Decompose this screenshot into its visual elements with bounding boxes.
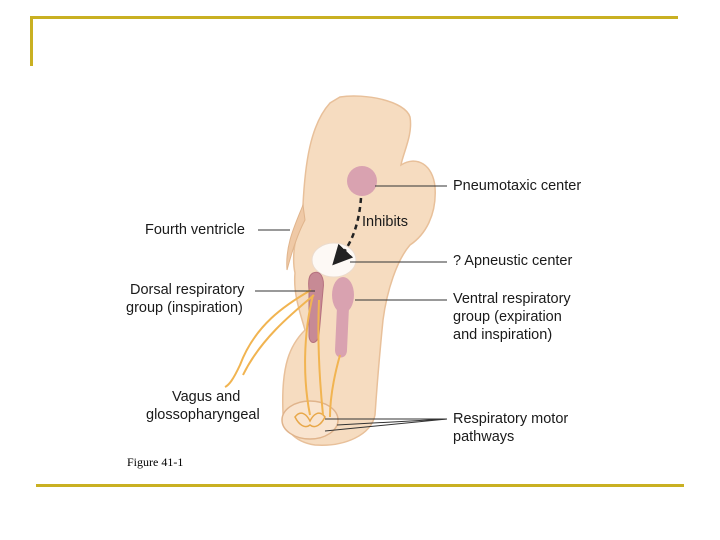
top-border-line [30,16,678,19]
gray-matter-butterfly [294,412,326,428]
apneustic-center-label: ? Apneustic center [453,253,573,269]
ventral-group-label-1: Ventral respiratory [453,291,571,307]
bottom-border-line [36,484,684,487]
respiratory-motor-label-2: pathways [453,429,515,445]
dorsal-group-label-2: group (inspiration) [126,300,243,316]
brainstem-shape [281,95,436,446]
respiratory-motor-label-1: Respiratory motor [453,411,569,427]
inhibits-label: Inhibits [362,214,408,230]
pneumotaxic-center-label: Pneumotaxic center [453,178,582,194]
dorsal-group-label-1: Dorsal respiratory [130,282,245,298]
fourth-ventricle-shape [286,203,306,271]
brainstem-figure: Pneumotaxic center Inhibits Fourth ventr… [125,95,592,450]
fourth-ventricle-label: Fourth ventricle [145,222,245,238]
ventral-respiratory-tail [335,307,349,358]
figure-caption: Figure 41-1 [127,455,184,469]
ventral-group-label-2: group (expiration [453,309,562,325]
ventral-respiratory-group-node [332,277,354,313]
nerve-pathways [224,289,341,418]
apneustic-center-node [311,242,357,278]
dorsal-respiratory-group-node [308,271,324,343]
vagus-label-1: Vagus and [172,389,241,405]
brainstem-illustration [224,95,448,446]
inhibits-arrow [332,197,363,266]
vagus-label-2: glossopharyngeal [146,407,260,423]
left-border-line [30,16,33,66]
leader-lines [255,185,448,432]
pneumotaxic-center-node [347,166,377,196]
ventral-group-label-3: and inspiration) [453,327,553,343]
